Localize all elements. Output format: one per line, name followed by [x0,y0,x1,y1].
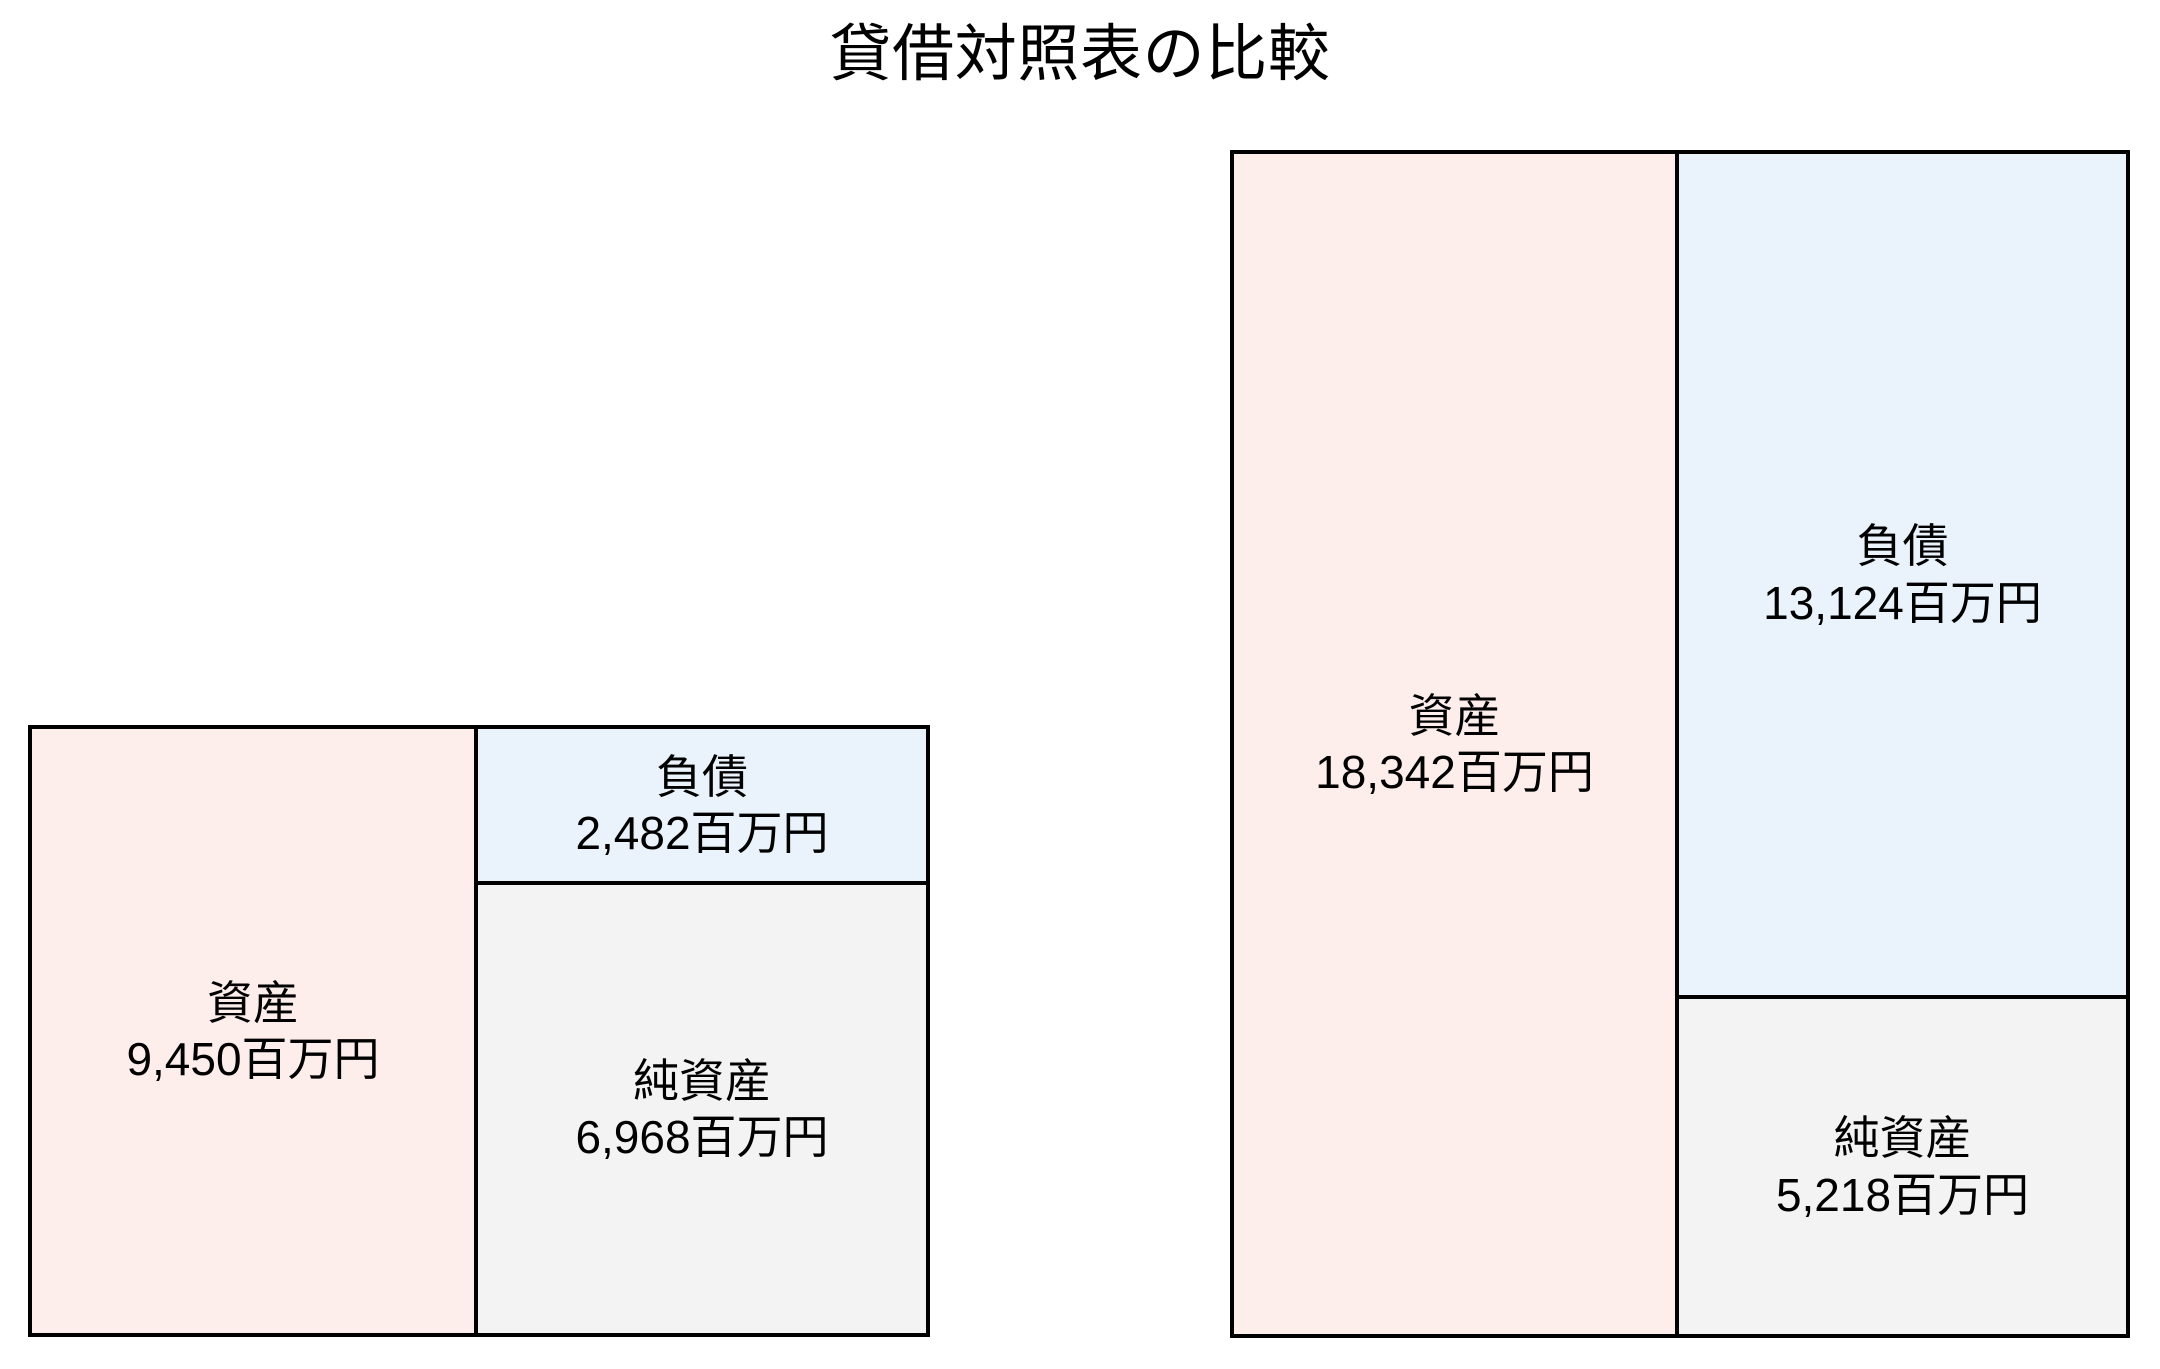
left-assets-block: 資産 9,450百万円 [32,729,478,1333]
balance-sheet-figure-left: 資産 9,450百万円 負債 2,482百万円 純資産 6,968百万円 [28,725,930,1337]
right-assets-value: 18,342百万円 [1315,746,1594,798]
right-net-assets-label: 純資産 [1833,1112,1972,1165]
left-assets-label: 資産 [207,976,299,1029]
right-liabilities-label: 負債 [1856,520,1949,573]
right-liabilities-block: 負債 13,124百万円 [1679,154,2126,999]
right-net-assets-value: 5,218百万円 [1775,1168,2030,1221]
left-liabilities-block: 負債 2,482百万円 [478,729,926,885]
balance-sheet-figure-right: 資産 18,342百万円 負債 13,124百万円 純資産 5,218百万円 [1230,150,2130,1338]
right-assets-block: 資産 18,342百万円 [1234,154,1679,1334]
left-net-assets-label: 純資産 [633,1054,771,1107]
right-net-assets-block: 純資産 5,218百万円 [1679,999,2126,1334]
page-title: 貸借対照表の比較 [829,20,1331,89]
right-liabilities-value: 13,124百万円 [1763,576,2042,629]
right-assets-label: 資産 [1408,689,1501,742]
left-assets-value: 9,450百万円 [126,1033,380,1085]
left-liabilities-label: 負債 [656,750,748,803]
left-net-assets-value: 6,968百万円 [575,1111,829,1163]
left-liabilities-value: 2,482百万円 [575,807,829,859]
left-net-assets-block: 純資産 6,968百万円 [478,885,926,1333]
